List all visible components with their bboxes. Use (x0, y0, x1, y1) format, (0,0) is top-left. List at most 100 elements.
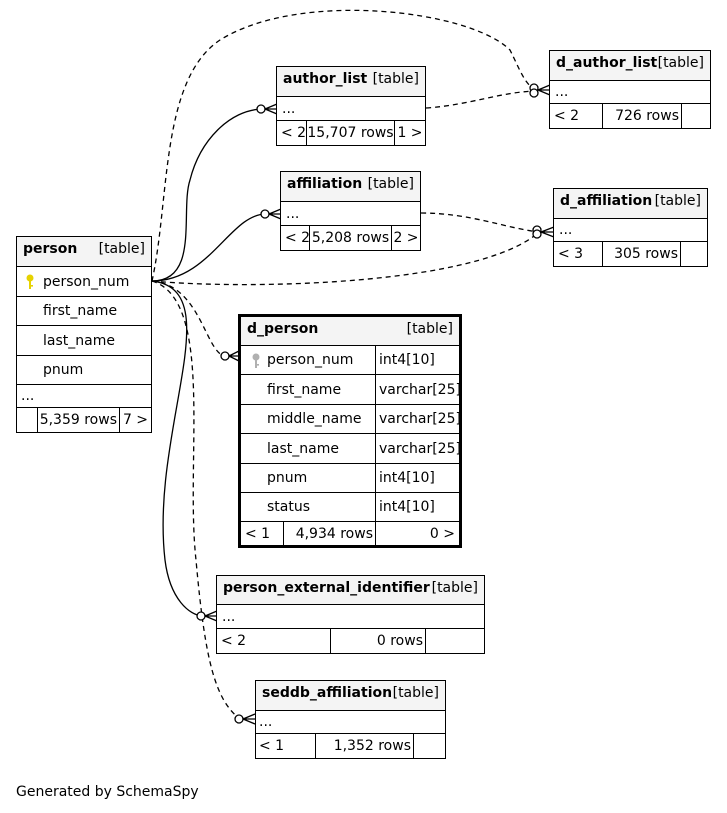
edge-person-d_affiliation (151, 231, 540, 286)
children-count: 2 > (391, 226, 420, 250)
column-name: last_name (43, 332, 115, 349)
edge-person-d_person (151, 280, 225, 357)
table-seddb_affiliation[interactable]: seddb_affiliation [table] ... < 1 1,352 … (255, 680, 446, 759)
table-name: person_external_identifier (223, 580, 430, 596)
table-header: person [table] (17, 237, 151, 267)
column-name: first_name (43, 303, 118, 319)
column-type: varchar[25] (375, 405, 461, 433)
table-header: seddb_affiliation [table] (256, 681, 445, 711)
table-name: affiliation (287, 176, 363, 192)
column-type: int4[10] (375, 346, 459, 374)
row-count: 1,352 rows (315, 734, 413, 758)
parents-count: < 1 (259, 738, 285, 754)
row-count: 5,359 rows (37, 408, 119, 432)
table-name: author_list (283, 71, 368, 87)
column-row[interactable]: first_name varchar[25] (241, 375, 461, 405)
edge-affiliation-d_affiliation (420, 212, 540, 233)
column-row[interactable]: last_name varchar[25] (241, 434, 461, 464)
primary-key-icon (26, 274, 34, 289)
row-count: 5,208 rows (309, 226, 391, 250)
table-kind: [table] (406, 321, 453, 337)
table-kind: [table] (372, 71, 419, 87)
primary-key-icon (252, 353, 260, 368)
row-count: 15,707 rows (306, 121, 394, 145)
column-type: int4[10] (375, 493, 459, 521)
more-columns: ... (281, 202, 420, 226)
edge-person-author_list (151, 108, 263, 282)
table-author_list[interactable]: author_list [table] ... < 2 15,707 rows … (276, 66, 426, 146)
parents-count: < 2 (554, 108, 580, 124)
table-name: seddb_affiliation (262, 685, 393, 701)
column-name: last_name (267, 440, 339, 457)
column-row[interactable]: last_name (17, 326, 151, 356)
column-row[interactable]: pnum int4[10] (241, 464, 459, 493)
table-kind: [table] (367, 176, 414, 192)
table-name: d_person (247, 321, 319, 337)
table-d_person[interactable]: d_person [table] person_num int4[10] fir… (238, 314, 462, 548)
column-row[interactable]: first_name (17, 297, 151, 326)
column-name: person_num (267, 352, 354, 368)
table-kind: [table] (431, 580, 478, 596)
more-columns: ... (256, 711, 445, 734)
children-count (680, 242, 707, 266)
column-row[interactable]: pnum (17, 356, 151, 385)
table-d_author_list[interactable]: d_author_list [table] ... < 2 726 rows (549, 50, 711, 129)
table-header: d_person [table] (241, 317, 459, 346)
parents-count: < 2 (285, 230, 311, 246)
edge-author_list-d_author_list (425, 90, 537, 109)
children-count (413, 734, 445, 758)
row-count: 305 rows (602, 242, 680, 266)
column-name: first_name (267, 381, 342, 398)
column-name: person_num (43, 273, 130, 290)
column-type: varchar[25] (375, 375, 461, 404)
column-row[interactable]: person_num int4[10] (241, 346, 459, 375)
edge-person-d_author_list (151, 9, 537, 282)
table-kind: [table] (392, 685, 439, 701)
column-name: middle_name (267, 411, 362, 427)
column-name: status (267, 499, 311, 515)
table-footer: < 2 726 rows (550, 104, 710, 128)
more-columns: ... (554, 219, 707, 242)
children-count (425, 629, 484, 653)
table-footer: < 2 0 rows (217, 629, 484, 653)
table-footer: < 1 4,934 rows 0 > (241, 522, 459, 545)
table-kind: [table] (654, 193, 701, 209)
table-header: person_external_identifier [table] (217, 576, 484, 605)
table-footer: < 3 305 rows (554, 242, 707, 266)
row-count: 726 rows (602, 104, 681, 128)
table-person[interactable]: person [table] person_num first_name las… (16, 236, 152, 433)
table-footer: < 2 5,208 rows 2 > (281, 226, 420, 250)
table-d_affiliation[interactable]: d_affiliation [table] ... < 3 305 rows (553, 188, 708, 267)
more-columns: ... (550, 81, 710, 104)
table-header: d_affiliation [table] (554, 189, 707, 219)
table-footer: < 2 15,707 rows 1 > (277, 121, 425, 145)
parents-count: < 1 (245, 525, 271, 542)
edge-person-affiliation (151, 213, 267, 282)
table-header: affiliation [table] (281, 172, 420, 202)
generated-by-label: Generated by SchemaSpy (16, 784, 199, 800)
more-columns: ... (217, 605, 484, 629)
children-count: 0 > (375, 522, 459, 545)
table-affiliation[interactable]: affiliation [table] ... < 2 5,208 rows 2… (280, 171, 421, 251)
table-name: person (23, 241, 78, 257)
column-name: pnum (267, 470, 308, 486)
table-name: d_affiliation (560, 193, 653, 209)
table-name: d_author_list (556, 55, 658, 71)
column-row[interactable]: status int4[10] (241, 493, 459, 522)
parents-count: < 2 (221, 633, 247, 649)
children-count: 7 > (119, 408, 151, 432)
column-name: pnum (43, 362, 84, 378)
more-columns: ... (277, 97, 425, 121)
edge-person-pei (151, 280, 203, 617)
children-count: 1 > (394, 121, 425, 145)
table-footer: 5,359 rows 7 > (17, 408, 151, 432)
children-count (681, 104, 710, 128)
column-row[interactable]: person_num (17, 267, 151, 297)
column-row[interactable]: middle_name varchar[25] (241, 405, 461, 434)
more-columns: ... (17, 385, 151, 408)
table-kind: [table] (657, 55, 704, 71)
row-count: 0 rows (330, 629, 425, 653)
table-person_external_identifier[interactable]: person_external_identifier [table] ... <… (216, 575, 485, 654)
column-type: varchar[25] (375, 434, 461, 463)
